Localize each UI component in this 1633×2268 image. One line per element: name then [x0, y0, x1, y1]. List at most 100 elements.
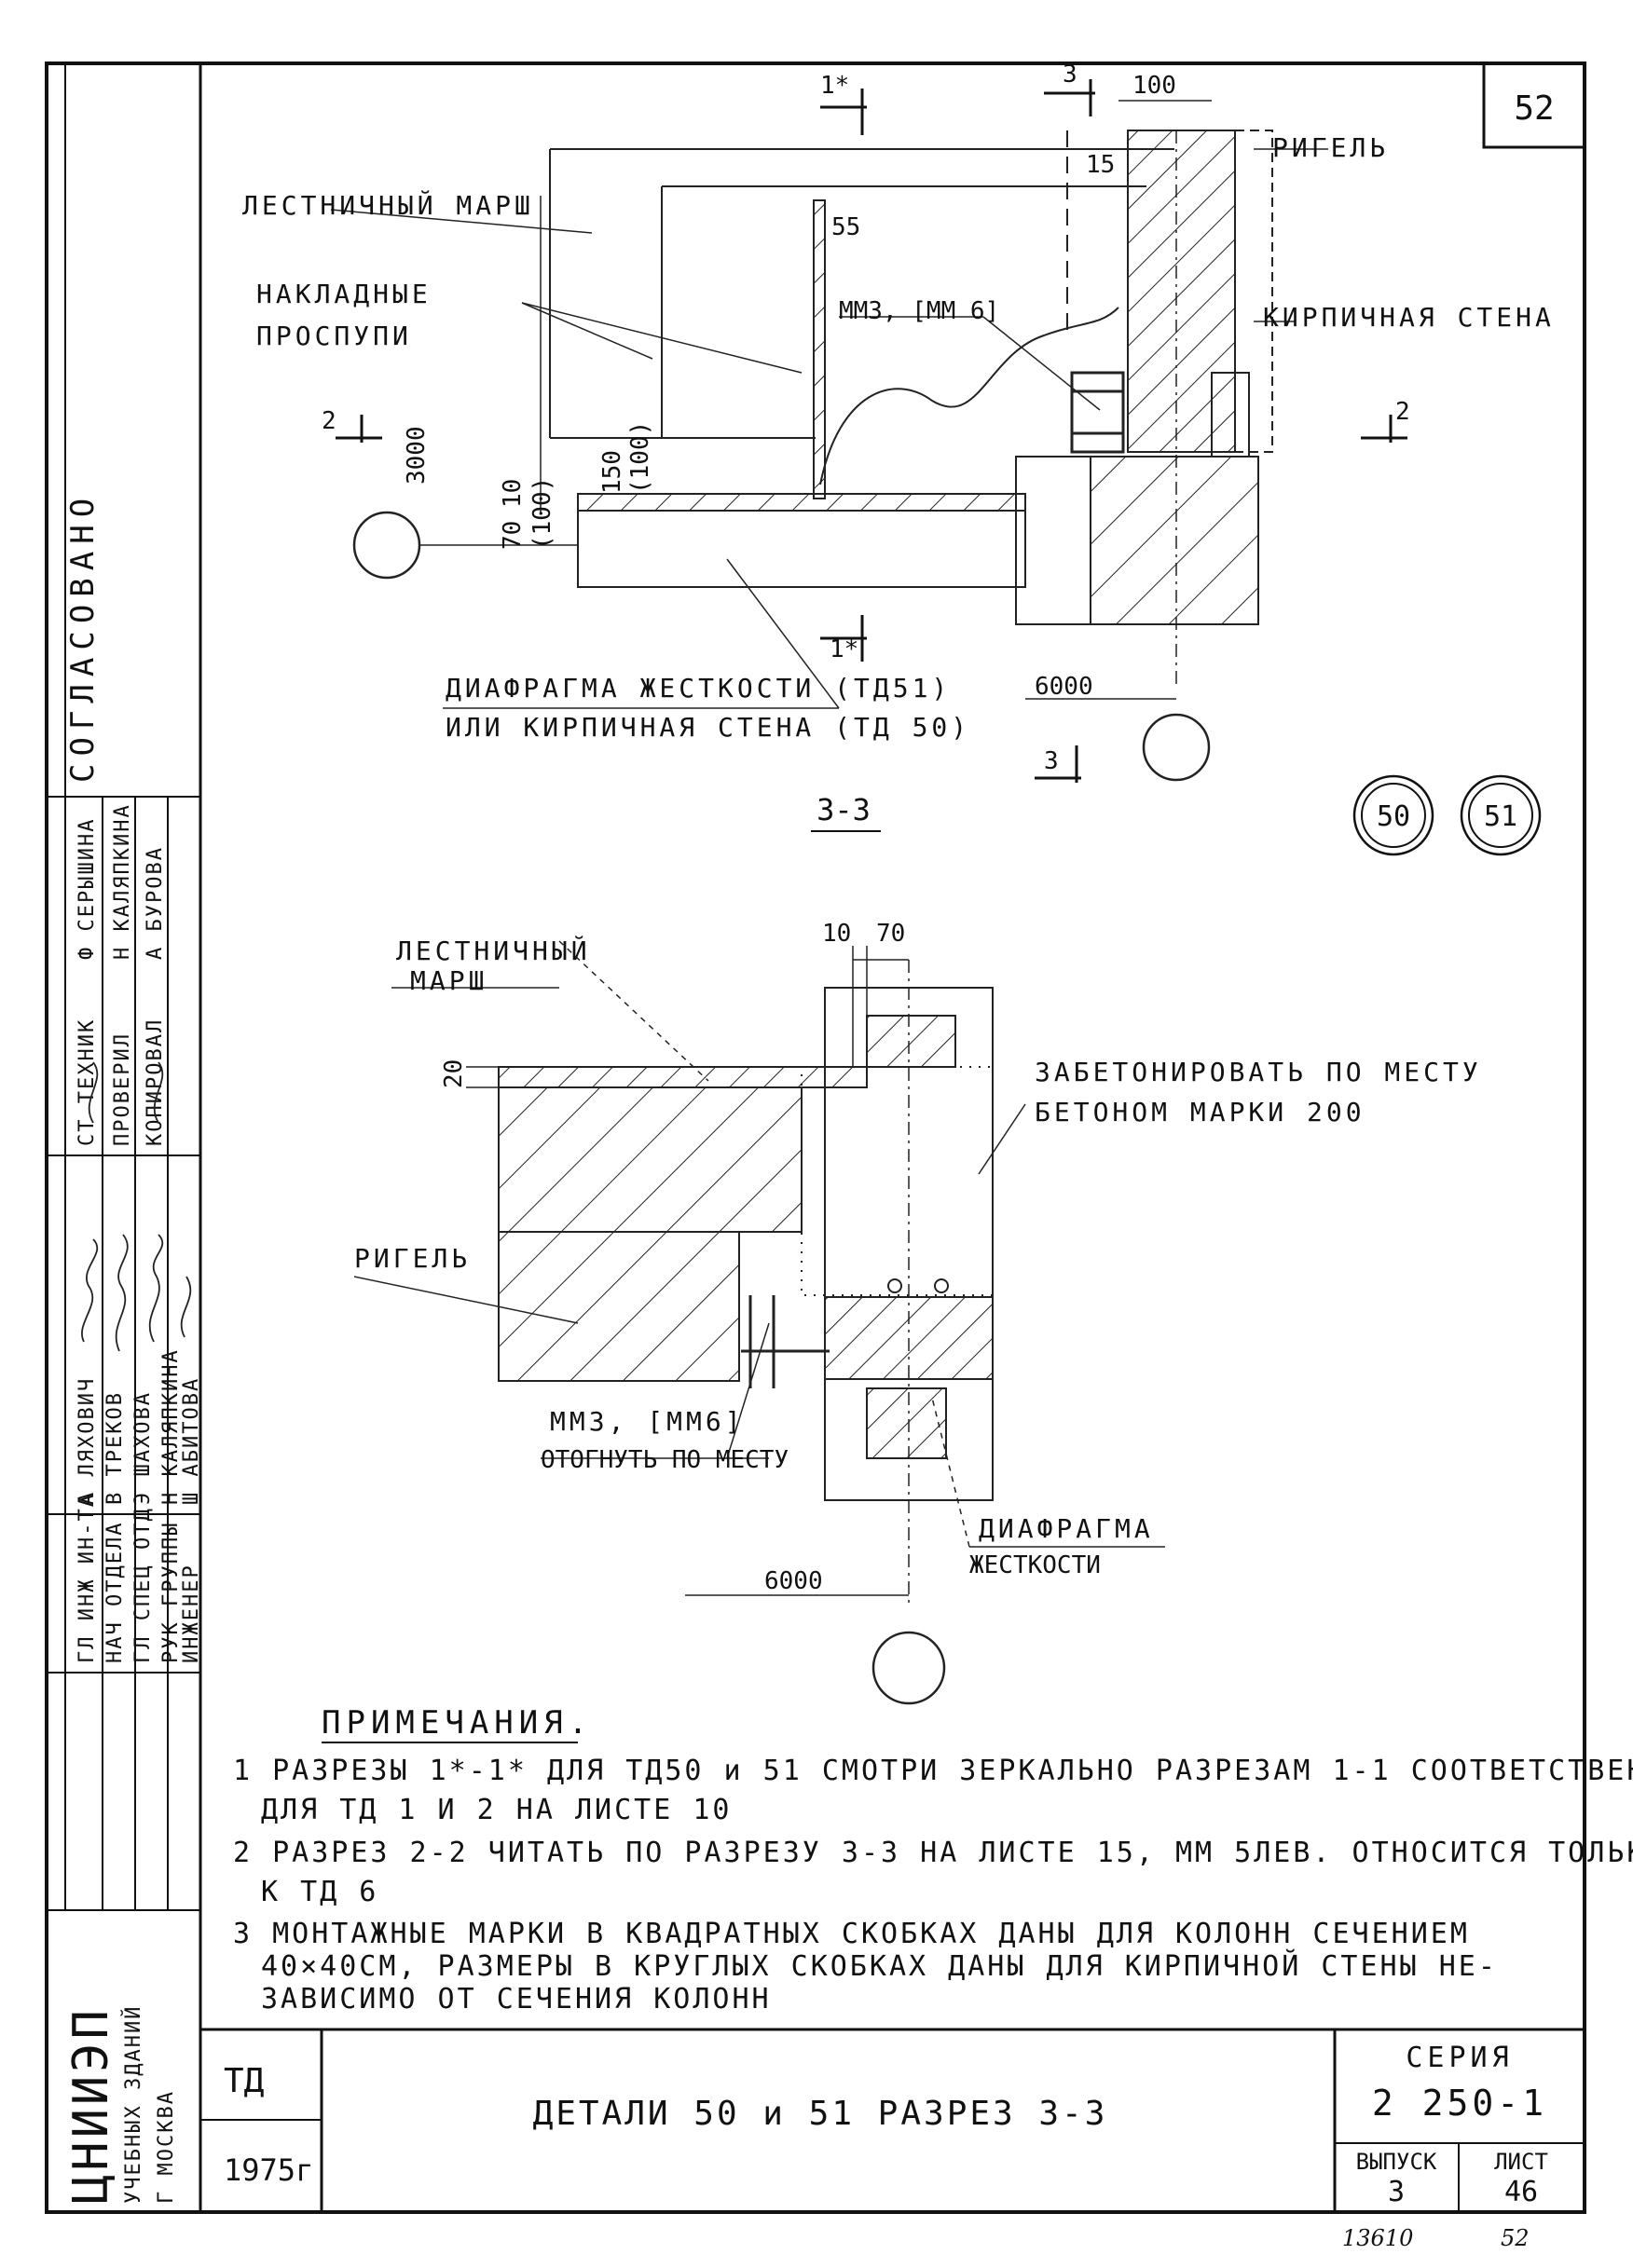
dim-150: 150	[598, 450, 626, 494]
name1-2: Э ШАХОВА	[131, 1391, 155, 1505]
issue-label: ВЫПУСК	[1356, 2149, 1437, 2175]
cut-1-bottom: 1*	[830, 635, 858, 663]
top-section: ЛЕСТНИЧНЫЙ МАРШ НАКЛАДНЫЕ ПРОСПУПИ РИГЕЛ…	[242, 61, 1555, 783]
name1-3: Н КАЛЯПКИНА	[159, 1348, 183, 1505]
title-block: ТД 1975г ДЕТАЛИ 50 и 51 РАЗРЕЗ 3-3 СЕРИЯ…	[200, 2028, 1585, 2251]
role1-2: ГЛ СПЕЦ ОТД	[131, 1507, 155, 1663]
sheet-value: 46	[1504, 2176, 1538, 2208]
label-diaphragm-1: ДИАФРАГМА ЖЕСТКОСТИ (ТД51)	[446, 673, 951, 704]
signature-4	[180, 1276, 192, 1338]
label-diaphragm-bottom-2: ЖЕСТКОСТИ	[969, 1551, 1101, 1579]
label-stair-2: МАРШ	[410, 965, 487, 996]
label-brick-wall: КИРПИЧНАЯ СТЕНА	[1263, 302, 1555, 333]
detail-circles: 50 51	[1352, 774, 1542, 856]
sheet-number-top: 52	[1514, 89, 1554, 128]
signature-2	[115, 1234, 129, 1352]
label-rigel: РИГЕЛЬ	[1272, 132, 1389, 163]
signature-5	[88, 1061, 99, 1124]
signature-6	[153, 1061, 164, 1124]
dim-3000: 3000	[403, 426, 431, 485]
name2-0: Ф СЕРЫШИНА	[75, 818, 99, 960]
rigel-body	[498, 1231, 740, 1382]
role2-1: ПРОВЕРИЛ	[111, 1032, 134, 1146]
label-overlay-1: НАКЛАДНЫЕ	[256, 279, 432, 309]
dim-100: 100	[1132, 72, 1176, 100]
cut-2-right: 2	[1395, 398, 1410, 426]
label-mark: ММ3, [ММ 6]	[839, 297, 999, 325]
dim-15: 15	[1086, 151, 1115, 179]
sheet-label: ЛИСТ	[1494, 2149, 1548, 2175]
archive-sheet: 52	[1501, 2225, 1530, 2251]
note-line-6: 40×40СМ, РАЗМЕРЫ В КРУГЛЫХ СКОБКАХ ДАНЫ …	[261, 1949, 1498, 1983]
dim-55: 55	[831, 213, 860, 241]
notes-title: ПРИМЕЧАНИЯ.	[322, 1704, 593, 1742]
dim-100b: (100)	[528, 477, 556, 550]
role2-2: КОПИРОВАЛ	[144, 1018, 167, 1146]
signature-3	[148, 1234, 164, 1343]
label-mark-1: ММ3, [ММ6]	[550, 1406, 745, 1437]
section-title: 3-3	[816, 792, 871, 827]
dim-10-bottom: 10	[822, 920, 851, 948]
notes: ПРИМЕЧАНИЯ. 1 РАЗРЕЗЫ 1*-1* ДЛЯ ТД50 и 5…	[233, 1704, 1633, 2015]
label-concrete-1: ЗАБЕТОНИРОВАТЬ ПО МЕСТУ	[1035, 1057, 1482, 1087]
label-diaphragm-bottom-1: ДИАФРАГМА	[979, 1513, 1154, 1544]
org-line-2: Г МОСКВА	[155, 2090, 178, 2204]
dim-100c: (100)	[626, 421, 654, 494]
dim-6000-top: 6000	[1035, 673, 1093, 701]
concrete-infill	[801, 1066, 994, 1296]
note-line-1: 1 РАЗРЕЗЫ 1*-1* ДЛЯ ТД50 и 51 СМОТРИ ЗЕР…	[233, 1755, 1633, 1787]
note-line-2: ДЛЯ ТД 1 И 2 НА ЛИСТЕ 10	[261, 1794, 732, 1826]
title-code: ТД	[224, 2062, 265, 2100]
stair-slab-top	[498, 1066, 868, 1088]
left-strip-grid	[47, 63, 200, 1911]
dim-70: 70	[499, 521, 527, 550]
label-overlay-2: ПРОСПУПИ	[256, 321, 412, 351]
cut-2-left: 2	[322, 407, 336, 435]
axis-circle-section	[871, 1631, 946, 1705]
note-line-4: К ТД 6	[261, 1876, 378, 1908]
issue-value: 3	[1388, 2176, 1405, 2208]
left-strip: СОГЛАСОВАНО СТ ТЕХНИК ПРОВЕРИЛ КОПИРОВАЛ…	[63, 491, 203, 2204]
label-stair-1: ЛЕСТНИЧНЫЙ	[396, 935, 591, 966]
title-main: ДЕТАЛИ 50 и 51 РАЗРЕЗ 3-3	[533, 2095, 1108, 2133]
title-year: 1975г	[224, 2152, 313, 2188]
label-mark-2: ОТОГНУТЬ ПО МЕСТУ	[541, 1446, 789, 1474]
diaphragm-beam	[577, 510, 1026, 588]
role2-0: СТ ТЕХНИК	[75, 1018, 99, 1146]
dim-6000-bottom: 6000	[764, 1567, 823, 1595]
detail-circle-50: 50	[1377, 800, 1410, 833]
note-line-7: ЗАВИСИМО ОТ СЕЧЕНИЯ КОЛОНН	[261, 1983, 772, 2015]
role1-1: НАЧ ОТДЕЛА	[103, 1522, 127, 1663]
overlay-strip	[813, 199, 826, 499]
outer-frame	[45, 61, 1586, 2214]
bottom-section: ЛЕСТНИЧНЫЙ МАРШ ЗАБЕТОНИРОВАТЬ ПО МЕСТУ …	[353, 920, 1482, 1705]
axis-circle-left	[352, 511, 421, 580]
role1-3: РУК ГРУППЫ	[159, 1522, 183, 1663]
name2-1: Н КАЛЯПКИНА	[111, 803, 134, 960]
sheet-number-box	[1482, 61, 1586, 149]
label-concrete-2: БЕТОНОМ МАРКИ 200	[1035, 1097, 1365, 1127]
dim-70-bottom: 70	[876, 920, 905, 948]
role1-4: ИНЖЕНЕР	[180, 1564, 203, 1663]
name2-2: А БУРОВА	[144, 846, 167, 960]
role1-0: ГЛ ИНЖ ИН-ТА	[75, 1493, 99, 1663]
label-diaphragm-2: ИЛИ КИРПИЧНАЯ СТЕНА (ТД 50)	[446, 712, 970, 743]
dim-10: 10	[499, 479, 527, 508]
cut-1-top: 1*	[820, 72, 849, 100]
name1-4: Ш АБИТОВА	[180, 1377, 203, 1505]
agreed-stamp: СОГЛАСОВАНО	[64, 491, 102, 783]
detail-circle-51: 51	[1484, 800, 1517, 833]
note-line-3: 2 РАЗРЕЗ 2-2 ЧИТАТЬ ПО РАЗРЕЗУ 3-3 НА ЛИ…	[233, 1837, 1633, 1869]
series-label: СЕРИЯ	[1406, 2042, 1513, 2074]
series-value: 2 250-1	[1372, 2083, 1547, 2124]
signature-1	[81, 1238, 99, 1343]
cut-3-top: 3	[1063, 61, 1077, 89]
cut-3-bottom: 3	[1044, 747, 1059, 775]
break-line	[819, 307, 1119, 485]
name1-0: А ЛЯХОВИЧ	[75, 1377, 99, 1505]
dim-20-bottom: 20	[440, 1059, 468, 1088]
label-stair-flight: ЛЕСТНИЧНЫЙ МАРШ	[242, 189, 534, 221]
rigel	[1127, 130, 1236, 453]
